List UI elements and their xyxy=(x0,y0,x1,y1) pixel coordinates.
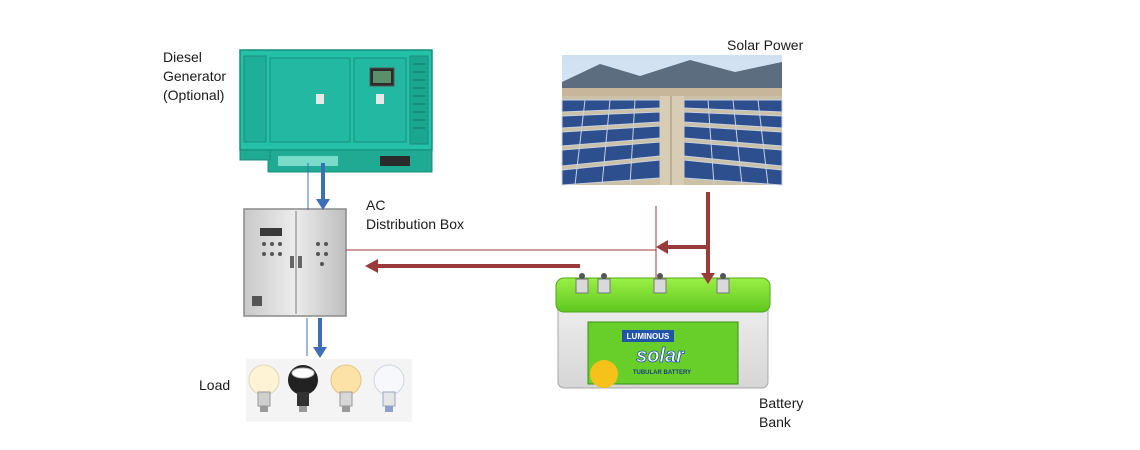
battery-bank-label: Battery Bank xyxy=(759,395,804,430)
generator-label: Diesel Generator (Optional) xyxy=(163,49,227,103)
solar-panels-image xyxy=(561,55,783,186)
solar-power-label: Solar Power xyxy=(727,37,804,53)
ac-distribution-box-image xyxy=(243,208,347,317)
load-bulbs-image xyxy=(246,359,412,422)
battery-bank-image: LUMINOUS solar TUBULAR BATTERY xyxy=(555,273,771,389)
solar-branch-arrow xyxy=(656,240,706,254)
battery-to-ac-arrow xyxy=(365,259,580,273)
battery-tagline-text: TUBULAR BATTERY xyxy=(633,370,691,376)
ac-to-load-arrow xyxy=(306,318,327,358)
diesel-generator-image xyxy=(239,49,433,173)
battery-brand-text: LUMINOUS xyxy=(627,332,670,341)
solar-to-battery-arrow xyxy=(701,192,715,284)
generator-to-ac-arrow xyxy=(307,163,330,210)
ac-distribution-box-label: AC Distribution Box xyxy=(366,197,465,232)
load-label: Load xyxy=(199,377,231,393)
battery-product-text: solar xyxy=(636,345,685,367)
